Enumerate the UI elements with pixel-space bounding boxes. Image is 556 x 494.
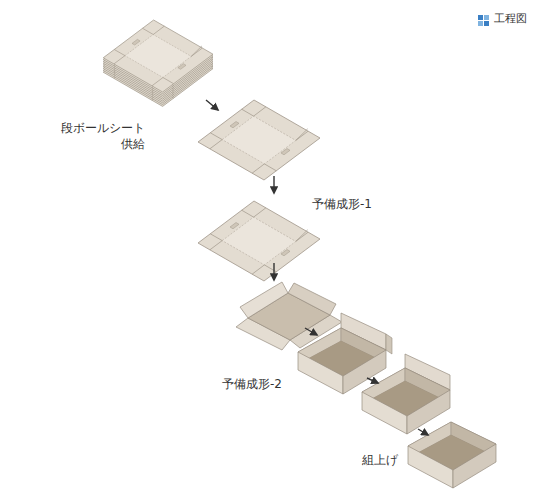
step-label: 組上げ — [362, 453, 398, 469]
flat-sheet — [198, 100, 320, 180]
sheet-stack — [103, 20, 213, 106]
diagram-title: 工程図 — [494, 12, 527, 26]
finished-tray — [408, 422, 496, 488]
process-arrow — [206, 100, 428, 435]
preformed-box — [298, 313, 392, 394]
preformed-box — [362, 354, 450, 434]
step-label: 予備成形-2 — [222, 377, 282, 393]
preformed-sheet — [198, 201, 320, 281]
step-label: 予備成形-1 — [312, 197, 372, 213]
step-label: 段ボールシート 供給 — [54, 121, 145, 152]
title-icon — [478, 15, 489, 26]
